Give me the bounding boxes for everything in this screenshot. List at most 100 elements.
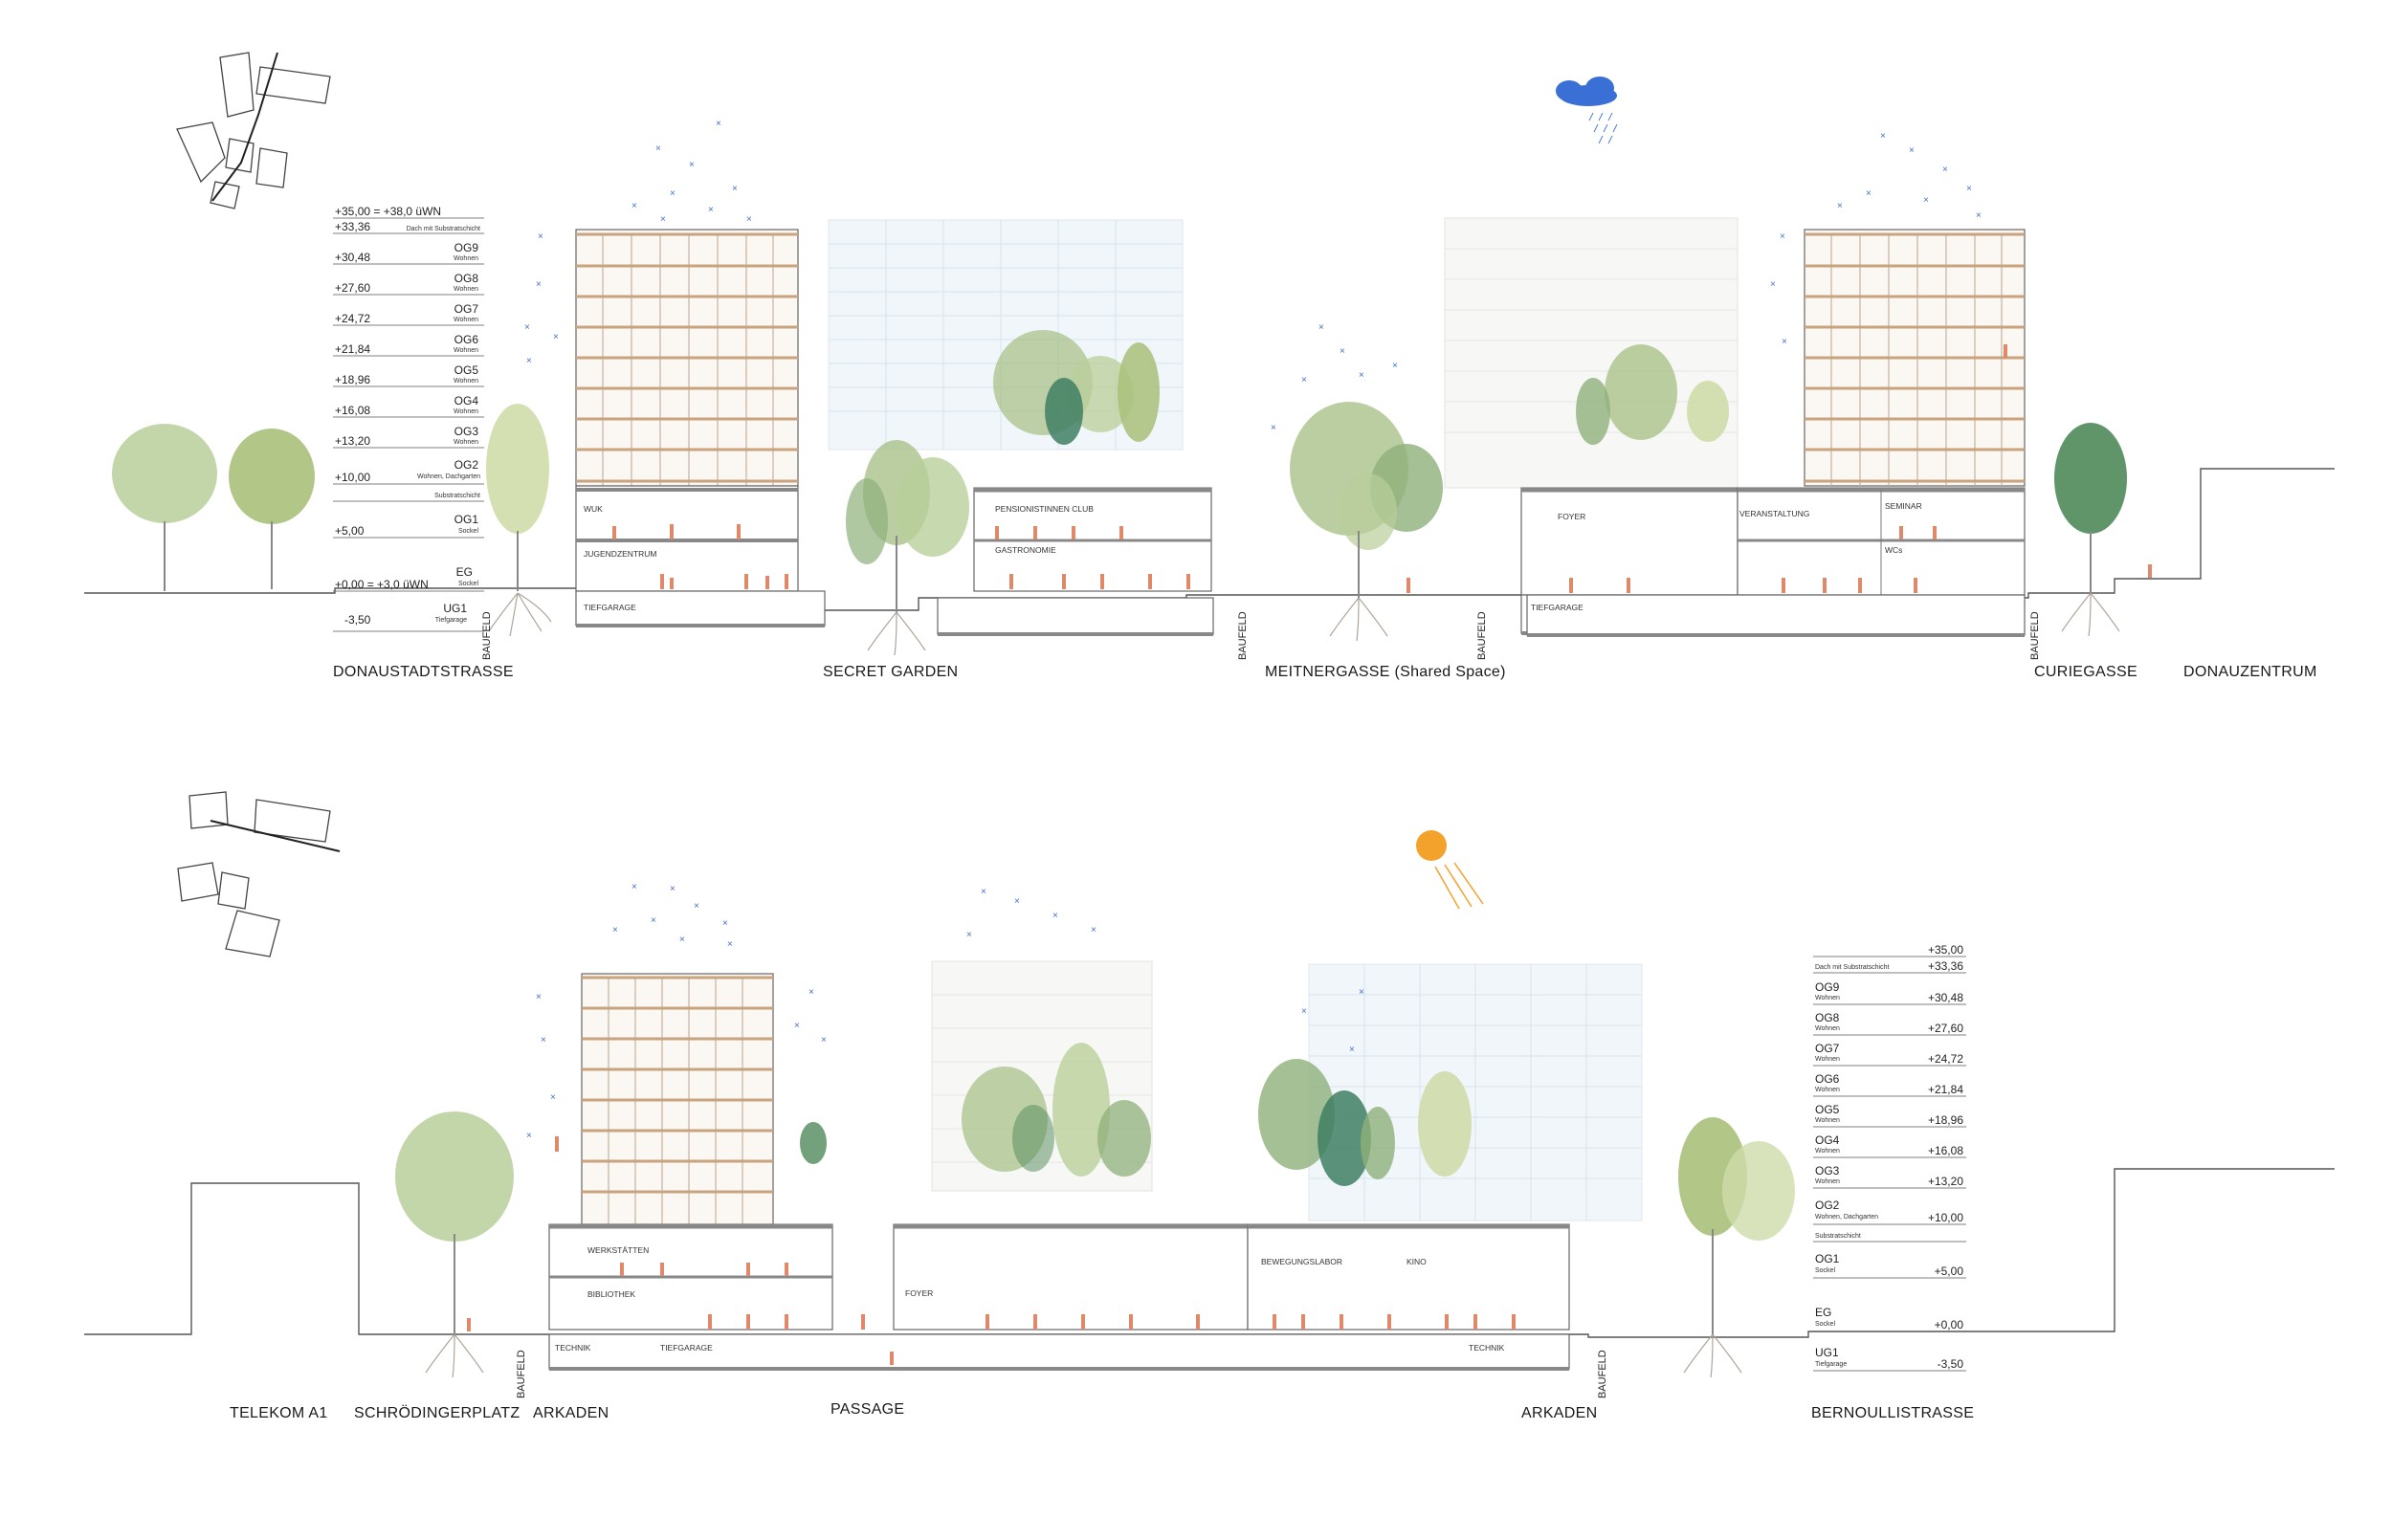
- svg-text:×: ×: [727, 939, 733, 950]
- street-label: TELEKOM A1: [230, 1405, 328, 1421]
- svg-text:×: ×: [1359, 987, 1364, 998]
- level-sub: Wohnen: [1815, 1178, 1840, 1185]
- svg-text:×: ×: [631, 882, 637, 892]
- level-sub: Wohnen: [454, 378, 478, 385]
- level-sub: Wohnen: [1815, 1117, 1840, 1124]
- level-sub: Wohnen: [454, 408, 478, 415]
- level-sub: Wohnen: [1815, 1025, 1840, 1032]
- level-value: +30,48: [1928, 991, 1963, 1004]
- room-label: PENSIONISTINNEN CLUB: [995, 504, 1094, 514]
- level-value: +24,72: [1928, 1052, 1963, 1066]
- level-name: OG1: [1815, 1252, 1840, 1265]
- level-sub: Tiefgarage: [435, 617, 467, 624]
- svg-text:×: ×: [612, 925, 618, 935]
- svg-text:×: ×: [1091, 925, 1096, 935]
- level-sub: Wohnen: [1815, 1148, 1840, 1155]
- level-value: +0,00 = +3,0 üWN: [335, 578, 429, 591]
- baufeld-labels-2: BAUFELD BAUFELD: [516, 1350, 1608, 1398]
- svg-text:×: ×: [660, 214, 666, 225]
- people-section-1: [612, 344, 2152, 593]
- level-sub: Wohnen: [1815, 1056, 1840, 1063]
- level-value: +27,60: [335, 281, 370, 295]
- level-value: +16,08: [335, 404, 370, 417]
- svg-text:×: ×: [1340, 346, 1345, 357]
- room-label: TECHNIK: [555, 1343, 591, 1353]
- baufeld-labels-1: BAUFELD BAUFELD BAUFELD BAUFELD: [481, 611, 2041, 660]
- room-label: TIEFGARAGE: [1531, 603, 1584, 612]
- level-scale-2: +35,00 +33,36 Dach mit Substratschicht +…: [1813, 943, 1966, 1372]
- svg-text:×: ×: [1318, 322, 1324, 333]
- svg-text:×: ×: [1301, 375, 1307, 385]
- building-e: [548, 973, 833, 1331]
- street-label: MEITNERGASSE (Shared Space): [1265, 664, 1506, 680]
- level-sub: Wohnen: [1815, 995, 1840, 1001]
- svg-text:×: ×: [794, 1021, 800, 1031]
- level-sub: Substratschicht: [1815, 1233, 1861, 1240]
- svg-text:×: ×: [631, 201, 637, 211]
- svg-text:×: ×: [689, 160, 695, 170]
- svg-text:×: ×: [1909, 145, 1915, 156]
- street-label: SCHRÖDINGERPLATZ: [354, 1404, 520, 1421]
- svg-text:×: ×: [732, 184, 738, 194]
- room-label: SEMINAR: [1885, 501, 1922, 511]
- svg-text:×: ×: [966, 930, 972, 940]
- level-name: OG8: [1815, 1011, 1840, 1024]
- room-label: WUK: [584, 504, 603, 514]
- level-name: EG: [1815, 1306, 1831, 1319]
- level-value: +27,60: [1928, 1022, 1963, 1035]
- level-sub: Wohnen: [1815, 1087, 1840, 1093]
- svg-text:×: ×: [651, 915, 656, 926]
- svg-text:×: ×: [821, 1035, 827, 1045]
- svg-text:×: ×: [1052, 911, 1058, 921]
- room-label: VERANSTALTUNG: [1739, 509, 1809, 518]
- sun-icon: [1416, 830, 1484, 910]
- svg-text:×: ×: [1966, 184, 1972, 194]
- svg-text:×: ×: [722, 918, 728, 929]
- level-name: OG3: [454, 425, 479, 438]
- baufeld-label: BAUFELD: [1597, 1350, 1608, 1398]
- level-value: +35,00: [1928, 943, 1963, 957]
- level-value: +21,84: [1928, 1083, 1963, 1096]
- room-labels-1: WUK JUGENDZENTRUM TIEFGARAGE PENSIONISTI…: [584, 501, 1922, 612]
- level-value: +18,96: [335, 373, 370, 386]
- level-value: +16,08: [1928, 1144, 1963, 1157]
- level-sub: Wohnen: [454, 347, 478, 354]
- level-value: -3,50: [1938, 1357, 1964, 1371]
- building-a: [575, 229, 826, 627]
- level-sub: Wohnen, Dachgarten: [1815, 1214, 1878, 1221]
- svg-text:×: ×: [1014, 896, 1020, 907]
- section-1: ××× ××× ××× ××× ××× ××× ×× ××× ××× ×× ××…: [84, 119, 2335, 680]
- baufeld-label: BAUFELD: [1237, 611, 1249, 660]
- rain-cloud-icon: [1556, 77, 1618, 144]
- svg-text:×: ×: [550, 1092, 556, 1103]
- svg-text:×: ×: [541, 1035, 546, 1045]
- street-label: CURIEGASSE: [2034, 664, 2137, 680]
- svg-text:×: ×: [536, 279, 542, 290]
- roots-section-2: [425, 1333, 1742, 1378]
- room-label: BIBLIOTHEK: [587, 1289, 635, 1299]
- level-sub: Dach mit Substratschicht: [1815, 964, 1889, 971]
- level-name: UG1: [443, 602, 467, 615]
- level-name: OG7: [454, 302, 479, 316]
- building-g: [1247, 963, 1643, 1331]
- level-sub: Dach mit Substratschicht: [407, 226, 480, 232]
- level-value: +0,00: [1935, 1318, 1964, 1331]
- svg-text:×: ×: [553, 332, 559, 342]
- svg-text:×: ×: [670, 188, 676, 199]
- svg-text:×: ×: [746, 214, 752, 225]
- room-label: WERKSTÄTTEN: [587, 1245, 649, 1255]
- street-label: DONAUSTADTSTRASSE: [333, 664, 514, 680]
- level-name: OG4: [1815, 1133, 1840, 1147]
- room-label: KINO: [1406, 1257, 1427, 1266]
- svg-text:×: ×: [524, 322, 530, 333]
- roots-section-1: [488, 592, 2120, 656]
- level-value: -3,50: [344, 613, 371, 627]
- baufeld-label: BAUFELD: [2029, 611, 2041, 660]
- level-name: OG9: [454, 241, 479, 254]
- room-label: BEWEGUNGSLABOR: [1261, 1257, 1342, 1266]
- level-value: +30,48: [335, 251, 370, 264]
- level-name: OG6: [454, 333, 479, 346]
- level-name: EG: [456, 565, 473, 579]
- svg-text:×: ×: [536, 992, 542, 1002]
- level-value: +24,72: [335, 312, 370, 325]
